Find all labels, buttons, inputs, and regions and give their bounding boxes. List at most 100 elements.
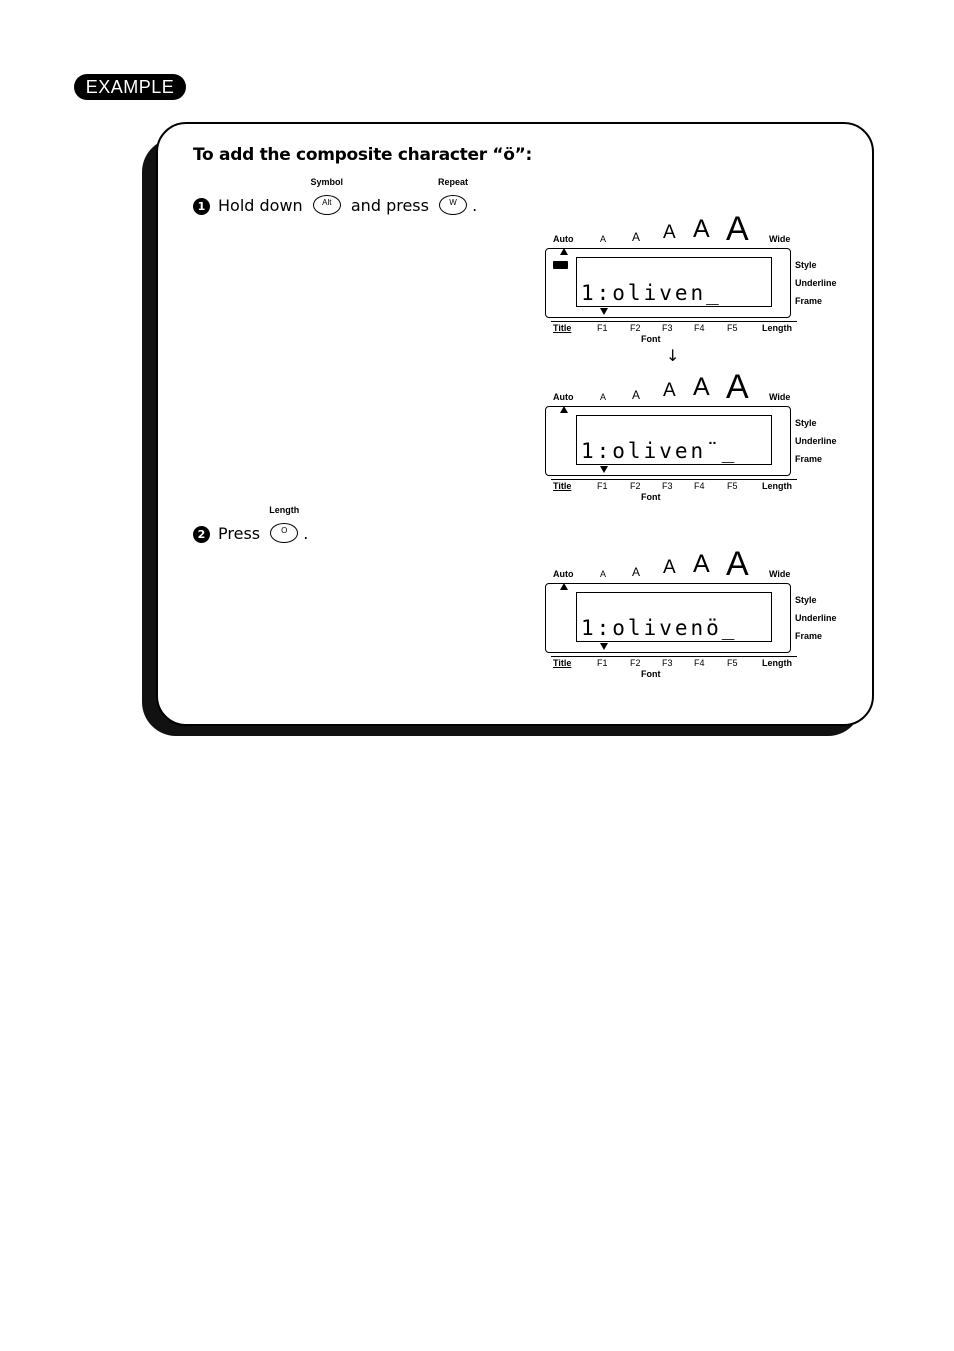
cursor-block-icon — [553, 261, 568, 269]
f2-label: F2 — [630, 658, 641, 668]
f5-label: F5 — [727, 481, 738, 491]
size-row: Auto A A A A A Wide — [541, 366, 841, 406]
frame-label: Frame — [795, 296, 823, 306]
lcd-case: 1:oliven¨_ — [545, 406, 791, 476]
step-1-text-before: Hold down — [218, 196, 303, 215]
w-key-icon: Repeat W — [438, 177, 468, 215]
size-a-3: A — [663, 222, 676, 243]
lcd-screen: 1:oliven_ — [576, 257, 772, 307]
indicator-up-icon — [560, 583, 568, 590]
style-label: Style — [795, 260, 817, 270]
indicator-up-icon — [560, 248, 568, 255]
f1-label: F1 — [597, 481, 608, 491]
underline-label: Underline — [795, 436, 837, 446]
lcd-screen: 1:olivenö_ — [576, 592, 772, 642]
f2-label: F2 — [630, 481, 641, 491]
lcd-screen: 1:oliven¨_ — [576, 415, 772, 465]
f2-label: F2 — [630, 323, 641, 333]
lcd-display-1: Auto A A A A A Wide 1:oliven_ Style Unde… — [541, 208, 841, 344]
size-a-5: A — [726, 368, 749, 406]
step-number-1: 1 — [193, 198, 210, 215]
f1-label: F1 — [597, 323, 608, 333]
size-a-2: A — [632, 388, 641, 402]
title-label: Title — [553, 658, 572, 668]
step-2-text-after: . — [303, 524, 309, 543]
step-1-text-after: . — [472, 196, 478, 215]
size-a-4: A — [693, 550, 710, 578]
font-label: Font — [641, 492, 661, 502]
example-heading: To add the composite character “ö”: — [193, 145, 533, 165]
auto-label: Auto — [553, 392, 574, 402]
f5-label: F5 — [727, 323, 738, 333]
indicator-down-icon — [600, 308, 608, 315]
f3-label: F3 — [662, 323, 673, 333]
size-a-5: A — [726, 545, 749, 583]
size-a-3: A — [663, 380, 676, 401]
function-row: Title F1 F2 F3 F4 F5 Length — [551, 321, 797, 334]
example-panel — [156, 122, 874, 726]
frame-label: Frame — [795, 454, 823, 464]
lcd-text: 1:olivenö_ — [581, 616, 738, 640]
alt-key-icon: Symbol Alt — [311, 177, 343, 215]
title-label: Title — [553, 481, 572, 491]
w-key-label: Repeat — [438, 177, 469, 187]
size-a-4: A — [693, 373, 710, 401]
font-label: Font — [641, 669, 661, 679]
f4-label: F4 — [694, 658, 705, 668]
lcd-display-2: Auto A A A A A Wide 1:oliven¨_ Style Und… — [541, 366, 841, 502]
title-label: Title — [553, 323, 572, 333]
lcd-text: 1:oliven¨_ — [581, 439, 738, 463]
f3-label: F3 — [662, 481, 673, 491]
size-a-3: A — [663, 557, 676, 578]
wide-label: Wide — [769, 569, 791, 579]
size-a-4: A — [693, 215, 710, 243]
alt-key-label: Symbol — [310, 177, 344, 187]
indicator-down-icon — [600, 643, 608, 650]
function-row: Title F1 F2 F3 F4 F5 Length — [551, 479, 797, 492]
wide-label: Wide — [769, 392, 791, 402]
example-badge: EXAMPLE — [74, 74, 186, 100]
indicator-down-icon — [600, 466, 608, 473]
auto-label: Auto — [553, 569, 574, 579]
font-label: Font — [641, 334, 661, 344]
lcd-text: 1:oliven_ — [581, 281, 722, 305]
size-a-5: A — [726, 210, 749, 248]
step-number-2: 2 — [193, 526, 210, 543]
step-2: 2 Press Length O . — [193, 505, 309, 543]
lcd-display-3: Auto A A A A A Wide 1:olivenö_ Style Und… — [541, 543, 841, 679]
auto-label: Auto — [553, 234, 574, 244]
size-row: Auto A A A A A Wide — [541, 543, 841, 583]
size-a-1: A — [600, 234, 607, 244]
length-label: Length — [762, 323, 792, 333]
length-label: Length — [762, 658, 792, 668]
size-a-2: A — [632, 230, 641, 244]
lcd-case: 1:oliven_ — [545, 248, 791, 318]
f5-label: F5 — [727, 658, 738, 668]
underline-label: Underline — [795, 613, 837, 623]
indicator-up-icon — [560, 406, 568, 413]
f4-label: F4 — [694, 323, 705, 333]
f4-label: F4 — [694, 481, 705, 491]
w-key-face: W — [449, 198, 457, 207]
lcd-case: 1:olivenö_ — [545, 583, 791, 653]
alt-key-face: Alt — [322, 198, 332, 207]
style-label: Style — [795, 595, 817, 605]
wide-label: Wide — [769, 234, 791, 244]
o-key-icon: Length O — [269, 505, 299, 543]
step-1-text-middle: and press — [350, 196, 429, 215]
f1-label: F1 — [597, 658, 608, 668]
f3-label: F3 — [662, 658, 673, 668]
down-arrow-icon: ↓ — [666, 346, 680, 365]
size-row: Auto A A A A A Wide — [541, 208, 841, 248]
style-label: Style — [795, 418, 817, 428]
size-a-1: A — [600, 569, 607, 579]
step-1: 1 Hold down Symbol Alt and press Repeat W… — [193, 177, 478, 215]
length-label: Length — [762, 481, 792, 491]
size-a-1: A — [600, 392, 607, 402]
frame-label: Frame — [795, 631, 823, 641]
function-row: Title F1 F2 F3 F4 F5 Length — [551, 656, 797, 669]
o-key-label: Length — [269, 505, 300, 515]
underline-label: Underline — [795, 278, 837, 288]
o-key-face: O — [281, 526, 288, 535]
step-2-text-before: Press — [218, 524, 261, 543]
